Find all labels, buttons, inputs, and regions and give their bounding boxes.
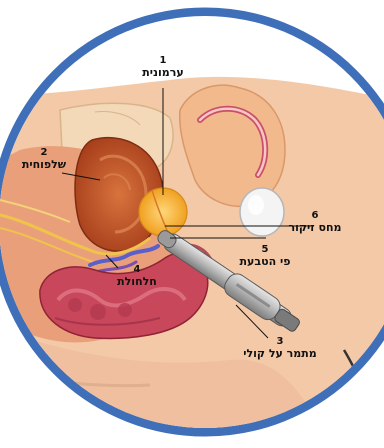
- callout-number: 1: [136, 55, 190, 66]
- callout-label: פי הטבעת: [232, 255, 298, 268]
- callout-prostate: 1 ערמונית: [136, 55, 190, 79]
- callout-rectum: 4 חלחולת: [110, 264, 164, 288]
- callout-bladder: 2 שלפוחית: [14, 147, 74, 171]
- callout-label: ערמונית: [136, 66, 190, 79]
- callout-anus: 5 פי הטבעת: [232, 244, 298, 268]
- callout-number: 4: [110, 264, 164, 275]
- callout-label: שלפוחית: [14, 158, 74, 171]
- callout-label: מתמר על קולי: [240, 347, 320, 360]
- callout-number: 3: [240, 336, 320, 347]
- callout-erection-restrictor: 6 מחס זיקור: [282, 210, 348, 234]
- callout-number: 5: [232, 244, 298, 255]
- callout-number: 2: [14, 147, 74, 158]
- callout-label: חלחולת: [110, 275, 164, 288]
- testicle: [240, 188, 284, 236]
- prostate: [139, 188, 187, 236]
- callout-number: 6: [282, 210, 348, 221]
- callout-ultrasound-transducer: 3 מתמר על קולי: [240, 336, 320, 360]
- callout-label: מחס זיקור: [282, 221, 348, 234]
